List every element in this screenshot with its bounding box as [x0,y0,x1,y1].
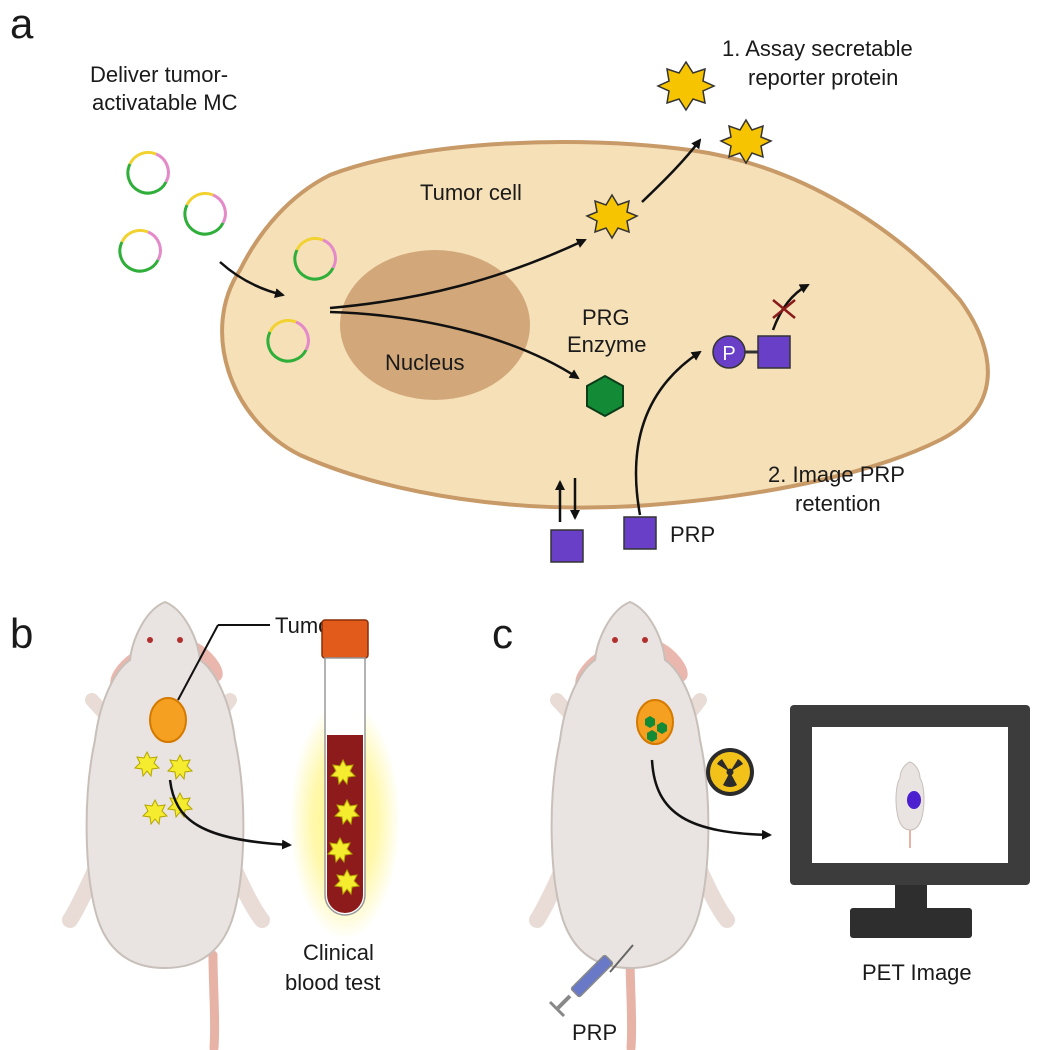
prp-square-outside [550,529,584,563]
image-prp-label-line1: 2. Image PRP [768,462,905,487]
syringe-icon [548,944,634,1018]
blood-test-label-line2: blood test [285,970,380,995]
phosphate-label: P [722,343,735,365]
mouse-b [62,600,270,1050]
prp-label: PRP [670,522,715,547]
panel-label-c: c [492,610,513,657]
transport-arrows [555,478,580,522]
tumor-cell [220,140,990,510]
mouse-c [529,600,735,1050]
prg-label-line2: Enzyme [567,332,646,357]
pet-monitor [790,705,1030,938]
delivery-arrow [219,261,285,299]
blood-test-label-line1: Clinical [303,940,374,965]
tumor-cell-label: Tumor cell [420,180,522,205]
pet-image-label: PET Image [862,960,972,985]
blood-stars-b [133,750,194,826]
pet-mouse-thumbnail [895,761,925,848]
blocked-x-icon [772,299,796,319]
deliver-label-line2: activatable MC [92,90,238,115]
pet-arrow [650,759,772,840]
prp-uptake-arrow [634,350,702,516]
phosphorylated-prp: P [712,335,791,369]
radiation-icon [706,748,754,796]
nucleus-label: Nucleus [385,350,464,375]
panel-label-b: b [10,610,33,657]
expression-arrow-enzyme [329,310,580,380]
secreted-star-icon-2 [719,118,773,165]
blocked-efflux-arrow [771,283,810,331]
panel-label-a: a [10,0,34,47]
nucleus [340,250,530,400]
assay-label-line2: reporter protein [748,65,898,90]
tumor-b [149,697,187,743]
reporter-star-icon [585,193,639,240]
prp-injection-label: PRP [572,1020,617,1045]
blood-tube [290,619,400,940]
deliver-label-line1: Deliver tumor- [90,62,228,87]
tumor-c [636,699,674,745]
blood-test-arrow [168,779,292,850]
secretion-arrow [641,138,702,203]
image-prp-label-line2: retention [795,491,881,516]
expression-arrow-reporter [329,238,587,310]
prp-square [623,516,657,550]
secreted-star-icon [656,60,716,112]
assay-label-line1: 1. Assay secretable [722,36,913,61]
prg-label-line1: PRG [582,305,630,330]
tumor-pointer [177,624,219,701]
prg-enzyme-hexagon-icon [586,374,624,418]
